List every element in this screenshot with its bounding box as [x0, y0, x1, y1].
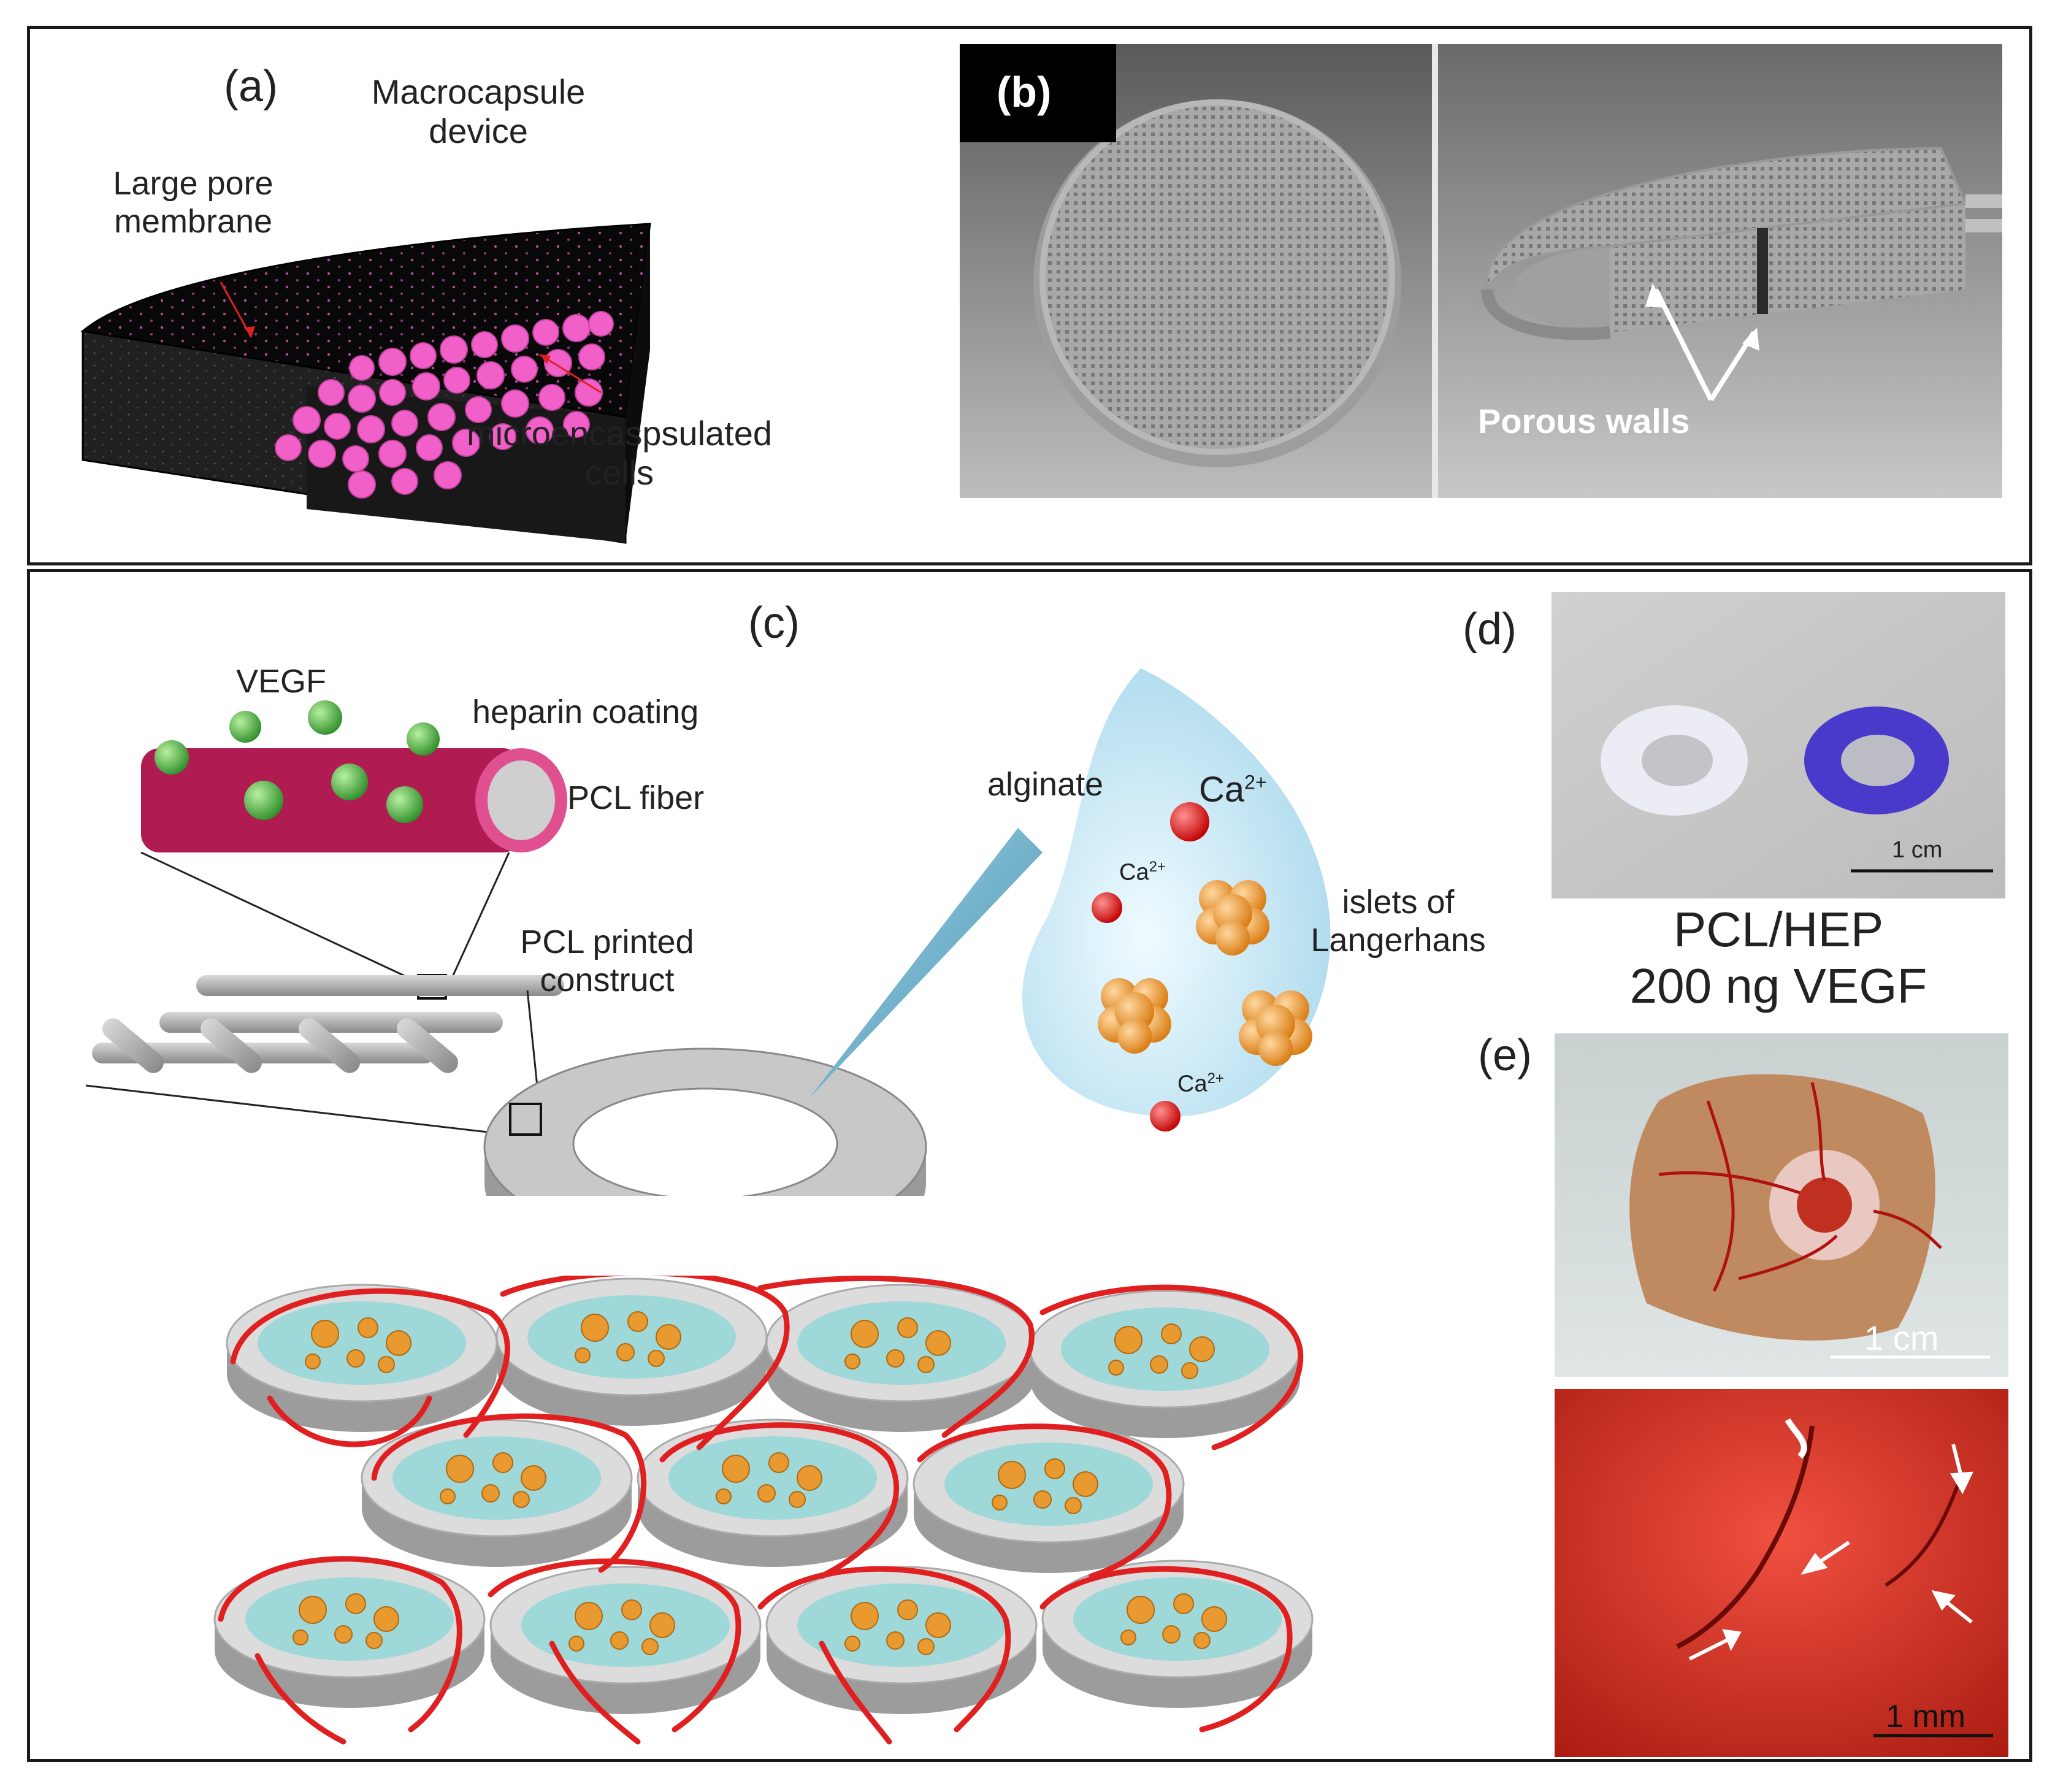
- cells-label-line1: microencaspsulated: [466, 414, 773, 453]
- islet-clusters: [1098, 880, 1312, 1066]
- alginate-label: alginate: [987, 766, 1104, 803]
- calcium-label-1: Ca2+: [1199, 770, 1267, 811]
- pcl-printed-line1: PCL printed: [520, 924, 694, 960]
- printed-rings-photo: [1552, 592, 2005, 898]
- heparin-coating-label: heparin coating: [472, 694, 699, 730]
- porous-walls-label: Porous walls: [1478, 402, 1690, 440]
- islets-line1: islets of: [1342, 884, 1455, 921]
- vegf-label: VEGF: [236, 663, 327, 700]
- panel-e-scale-top: 1 cm: [1864, 1319, 1939, 1357]
- panel-e-scale-bottom: 1 mm: [1886, 1699, 1965, 1734]
- calcium-label-2: Ca2+: [1119, 859, 1166, 886]
- top-panel-frame: [27, 26, 2032, 565]
- panel-c-tag: (c): [748, 599, 800, 648]
- porous-device-render: [960, 44, 2002, 498]
- pcl-printed-line2: construct: [540, 962, 675, 999]
- pcl-rods: [92, 975, 564, 1073]
- bottom-panel-frame: [27, 569, 2032, 1762]
- panel-a-tag: (a): [224, 62, 278, 111]
- microencapsulated-cells-label: microencaspsulated cells: [448, 414, 791, 493]
- macrocapsule-illustration: [80, 223, 651, 544]
- blood-vessels: [218, 1276, 1304, 1745]
- membrane-label-line1: Large pore: [113, 165, 274, 202]
- caption-line1: PCL/HEP: [1673, 902, 1884, 957]
- membrane-label-line2: membrane: [113, 203, 273, 240]
- fiber-construct-schematic: [85, 668, 1331, 1196]
- device-label-line2: device: [429, 112, 528, 151]
- calcium-charge-3: 2+: [1207, 1070, 1224, 1087]
- islets-line2: Langerhans: [1311, 922, 1486, 959]
- vessel-closeup-photo: [1555, 1389, 2008, 1757]
- caption-line2: 200 ng VEGF: [1629, 959, 1927, 1013]
- microcapsule-cells: [275, 311, 614, 499]
- calcium-charge-2: 2+: [1149, 859, 1166, 875]
- vessel-arrows: [1688, 1444, 1973, 1661]
- calcium-label-3: Ca2+: [1177, 1070, 1224, 1098]
- panel-d-caption: PCL/HEP 200 ng VEGF: [1558, 902, 1999, 1014]
- panel-b-tag: (b): [997, 68, 1052, 116]
- calcium-charge-1: 2+: [1244, 771, 1267, 794]
- panel-e-tag: (e): [1478, 1031, 1532, 1080]
- pcl-printed-construct-label: PCL printed construct: [503, 923, 711, 999]
- explant-photo: [1555, 1033, 2008, 1377]
- pcl-fiber-label: PCL fiber: [567, 779, 705, 816]
- calcium-ions: [1092, 802, 1209, 1131]
- panel-d-tag: (d): [1463, 605, 1517, 654]
- calcium-symbol-1: Ca: [1199, 770, 1245, 810]
- vascularized-disc-array: [213, 1276, 1314, 1745]
- large-pore-membrane-label: Large pore membrane: [80, 164, 307, 240]
- macrocapsule-device-label: Macrocapsule device: [343, 72, 613, 151]
- vegf-particles: [155, 700, 440, 823]
- device-label-line1: Macrocapsule: [371, 72, 586, 111]
- islets-of-langerhans-label: islets of Langerhans: [1288, 883, 1509, 959]
- cells-label-line2: cells: [584, 453, 654, 492]
- calcium-symbol-3: Ca: [1177, 1071, 1207, 1097]
- calcium-symbol-2: Ca: [1119, 859, 1149, 886]
- panel-d-scale-label: 1 cm: [1892, 837, 1943, 863]
